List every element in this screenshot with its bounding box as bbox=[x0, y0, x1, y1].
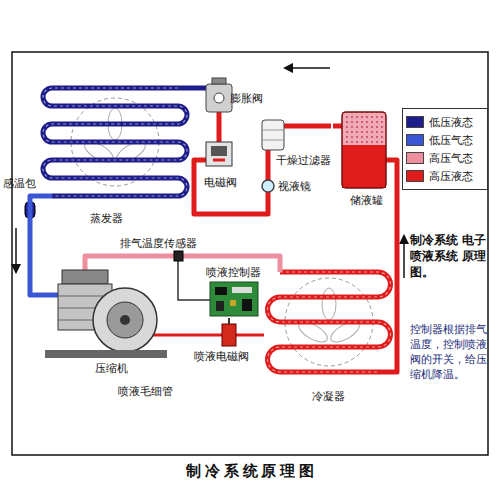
expansion-valve-symbol bbox=[206, 78, 232, 112]
component-label: 储液罐 bbox=[350, 194, 383, 207]
component-box: 视液镜 bbox=[262, 174, 322, 198]
legend-text: 低压液态 bbox=[429, 115, 473, 130]
component-box: 喷液控制器 bbox=[206, 266, 263, 318]
legend-swatch bbox=[406, 170, 424, 182]
evaporator-coil bbox=[43, 88, 187, 196]
legend-row: 高压气态 bbox=[406, 149, 484, 167]
legend-row: 低压气态 bbox=[406, 131, 484, 149]
coil-tube bbox=[43, 88, 187, 196]
pipe-connector bbox=[190, 86, 198, 91]
component-label: 冷凝器 bbox=[312, 390, 345, 403]
component-label: 干燥过滤器 bbox=[276, 154, 331, 167]
part-label: 喷液毛细管 bbox=[118, 384, 173, 399]
coil-tube bbox=[268, 272, 391, 372]
component-box: 电磁阀 bbox=[200, 138, 262, 196]
pipe-connector bbox=[392, 160, 397, 372]
component-box: 膨胀阀 bbox=[198, 80, 266, 118]
component-label: 蒸发器 bbox=[90, 212, 123, 225]
pipe-connector bbox=[228, 318, 230, 322]
pipe-connector bbox=[258, 334, 264, 337]
legend-swatch bbox=[406, 116, 424, 128]
component-box: 冷凝器 bbox=[264, 262, 392, 406]
legend-text: 低压气态 bbox=[429, 133, 473, 148]
component-label: 喷液电磁阀 bbox=[194, 350, 249, 363]
caption: 制 冷 系 统 原 理 图 bbox=[0, 462, 500, 481]
pipe-connector bbox=[194, 160, 268, 214]
receiver-tank bbox=[342, 112, 386, 188]
flow-arrow bbox=[15, 228, 17, 272]
sight-glass-symbol bbox=[262, 180, 274, 192]
legend-swatch bbox=[406, 134, 424, 146]
pipe-connector bbox=[217, 118, 222, 138]
controller-board bbox=[210, 282, 258, 316]
temp-sensor bbox=[174, 251, 183, 261]
legend-text: 高压气态 bbox=[429, 151, 473, 166]
pipe-connector bbox=[266, 170, 271, 174]
component-box: 储液罐 bbox=[336, 108, 392, 208]
component-box: 压缩机 bbox=[35, 262, 175, 380]
solenoid-valve-symbol bbox=[206, 142, 232, 166]
component-label: 电磁阀 bbox=[204, 176, 237, 189]
part-label: 感温包 bbox=[3, 176, 36, 191]
component-box: 喷液电磁阀 bbox=[184, 322, 258, 366]
injection-valve-symbol bbox=[222, 324, 236, 346]
legend-swatch bbox=[406, 152, 424, 164]
legend-row: 低压液态 bbox=[406, 113, 484, 131]
component-box: 干燥过滤器 bbox=[262, 120, 333, 170]
legend-row: 高压液态 bbox=[406, 167, 484, 185]
sensor-wire bbox=[178, 261, 210, 300]
pipe-connector bbox=[333, 124, 336, 129]
component-label: 视液镜 bbox=[278, 180, 311, 193]
legend-box: 低压液态低压气态高压气态高压液态 bbox=[402, 108, 488, 190]
pipe-stubs bbox=[35, 88, 392, 372]
wire bbox=[228, 318, 230, 324]
component-label: 膨胀阀 bbox=[230, 92, 263, 105]
pipe-connector bbox=[175, 334, 184, 337]
dryer-filter-symbol bbox=[262, 120, 284, 150]
flow-arrow bbox=[403, 236, 405, 278]
pipe-connector bbox=[30, 196, 40, 295]
coil-shine bbox=[268, 272, 391, 372]
coil-shine bbox=[43, 88, 187, 196]
condenser-coil bbox=[268, 272, 391, 372]
part-label: 排气温度传感器 bbox=[120, 236, 197, 251]
component-label: 喷液控制器 bbox=[206, 266, 261, 279]
component-box: 蒸发器 bbox=[40, 78, 190, 232]
component-label: 压缩机 bbox=[95, 362, 128, 375]
note-text: 制冷系统 电子喷液系统 原理图。 bbox=[410, 232, 490, 280]
flow-arrow bbox=[285, 67, 330, 69]
note-text: 控制器根据排气温度，控制喷液阀的开关，给压缩机降温。 bbox=[410, 322, 490, 382]
capillary-stubs bbox=[153, 334, 258, 337]
legend-text: 高压液态 bbox=[429, 169, 473, 184]
compressor-drawing bbox=[45, 270, 167, 358]
